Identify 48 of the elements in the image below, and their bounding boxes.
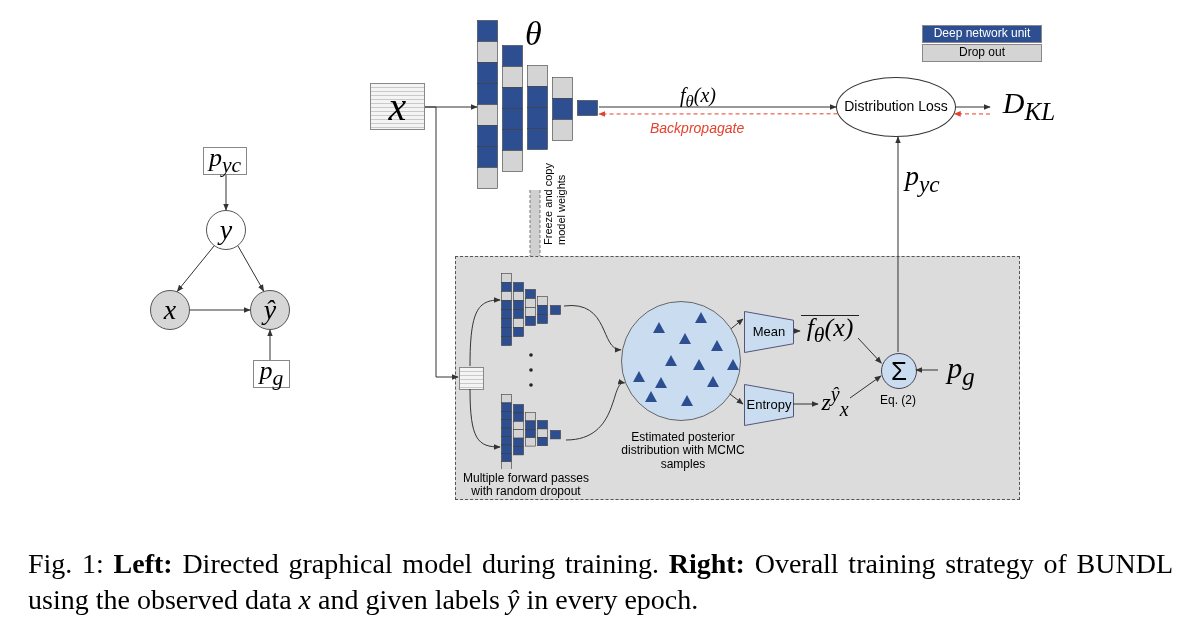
variable-circle: y: [206, 210, 246, 250]
loss-ellipse: Distribution Loss: [836, 77, 956, 137]
math-symbol: D$_{KL}$: [990, 88, 1068, 124]
arrow: [223, 174, 229, 211]
input-signal-box: x: [370, 83, 425, 130]
arrow: [953, 111, 991, 117]
trapezoid-block: Entropy: [744, 384, 794, 426]
figure-caption: Fig. 1: Left: Directed graphical model during training. Right: Overall training strategy of BUNDL using the observed data x and given labels ŷ in every epoch.: [28, 547, 1173, 617]
arrow: [469, 388, 501, 450]
variable-box: p$_{g}$: [253, 360, 290, 388]
arrow: [237, 245, 265, 292]
arrow: [915, 367, 939, 373]
copy-arrow: [529, 189, 541, 257]
legend-entry: Deep network unit: [922, 25, 1042, 43]
panel-background: [455, 256, 1020, 500]
arrow: [849, 375, 882, 399]
arrow: [729, 393, 744, 405]
edge-label: p$_{yc}$: [905, 160, 940, 198]
caption-text: Multiple forward passes with random dropout: [462, 470, 590, 500]
arrow: [857, 337, 882, 364]
arrow: [598, 111, 839, 117]
caption-text: Eq. (2): [879, 393, 917, 409]
arrow: [792, 401, 819, 407]
arrow: [176, 245, 215, 292]
edge-label: Freeze and copy model weights: [542, 162, 568, 245]
arrow: [189, 307, 251, 313]
edge-label: Backpropagate: [650, 120, 745, 136]
caption-text: Estimated posterior distribution with MCMC samples: [620, 430, 746, 472]
arrow: [895, 136, 901, 353]
arrow: [955, 104, 991, 110]
variable-circle: x: [150, 290, 190, 330]
arrow: [565, 381, 626, 441]
sum-circle: Σ: [881, 353, 917, 389]
math-symbol: p$_{g}$: [939, 354, 983, 388]
arrow: [730, 318, 744, 330]
arrow: [598, 104, 837, 110]
arrow: [469, 297, 501, 367]
trapezoid-block: Mean: [744, 311, 794, 353]
arrow: [267, 329, 273, 361]
legend-entry: Drop out: [922, 44, 1042, 62]
arrow: [424, 106, 459, 380]
parameter-symbol: θ: [525, 17, 542, 51]
arrow: [563, 305, 622, 352]
edge-label: f$_{θ}$(x): [680, 84, 716, 112]
variable-box: p$_{yc}$: [203, 147, 247, 175]
arrow: [792, 328, 801, 334]
variable-circle: ŷ: [250, 290, 290, 330]
signal-icon: [459, 367, 484, 390]
